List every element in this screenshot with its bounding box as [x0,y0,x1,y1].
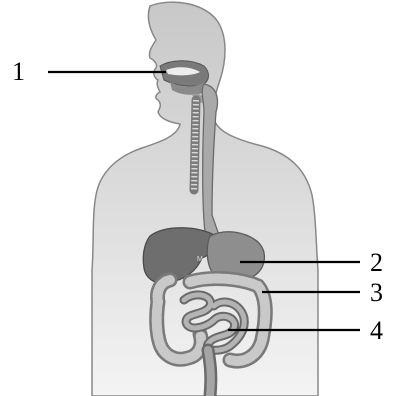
label-2: 2 [370,248,383,277]
liver-letter: M [197,256,203,263]
label-4: 4 [370,316,383,345]
rectum [208,350,211,396]
label-1: 1 [12,57,25,86]
label-3: 3 [370,278,383,307]
